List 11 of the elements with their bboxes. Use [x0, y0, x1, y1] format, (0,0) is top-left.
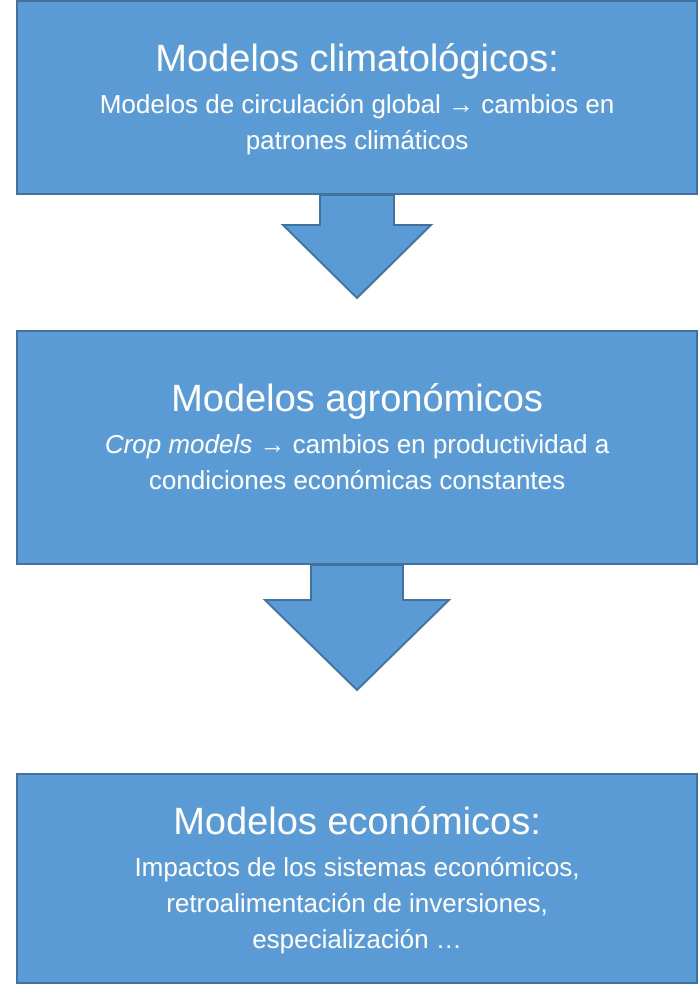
process-box [16, 330, 698, 565]
block-arrow [262, 564, 452, 692]
process-box [16, 773, 698, 984]
box-heading: Modelos económicos: [173, 800, 541, 845]
box-heading: Modelos climatológicos: [155, 37, 559, 82]
box-description: Crop models → cambios en productividad a condiciones económicas constantes [104, 428, 610, 497]
block-arrow [280, 194, 434, 300]
box-heading: Modelos agronómicos [171, 377, 543, 422]
process-box [16, 0, 698, 195]
box-description: Modelos de circulación global → cambios en patrones climáticos [98, 88, 616, 157]
box-description: Impactos de los sistemas económicos, retroalimentación de inversiones, especialización … [133, 851, 581, 956]
